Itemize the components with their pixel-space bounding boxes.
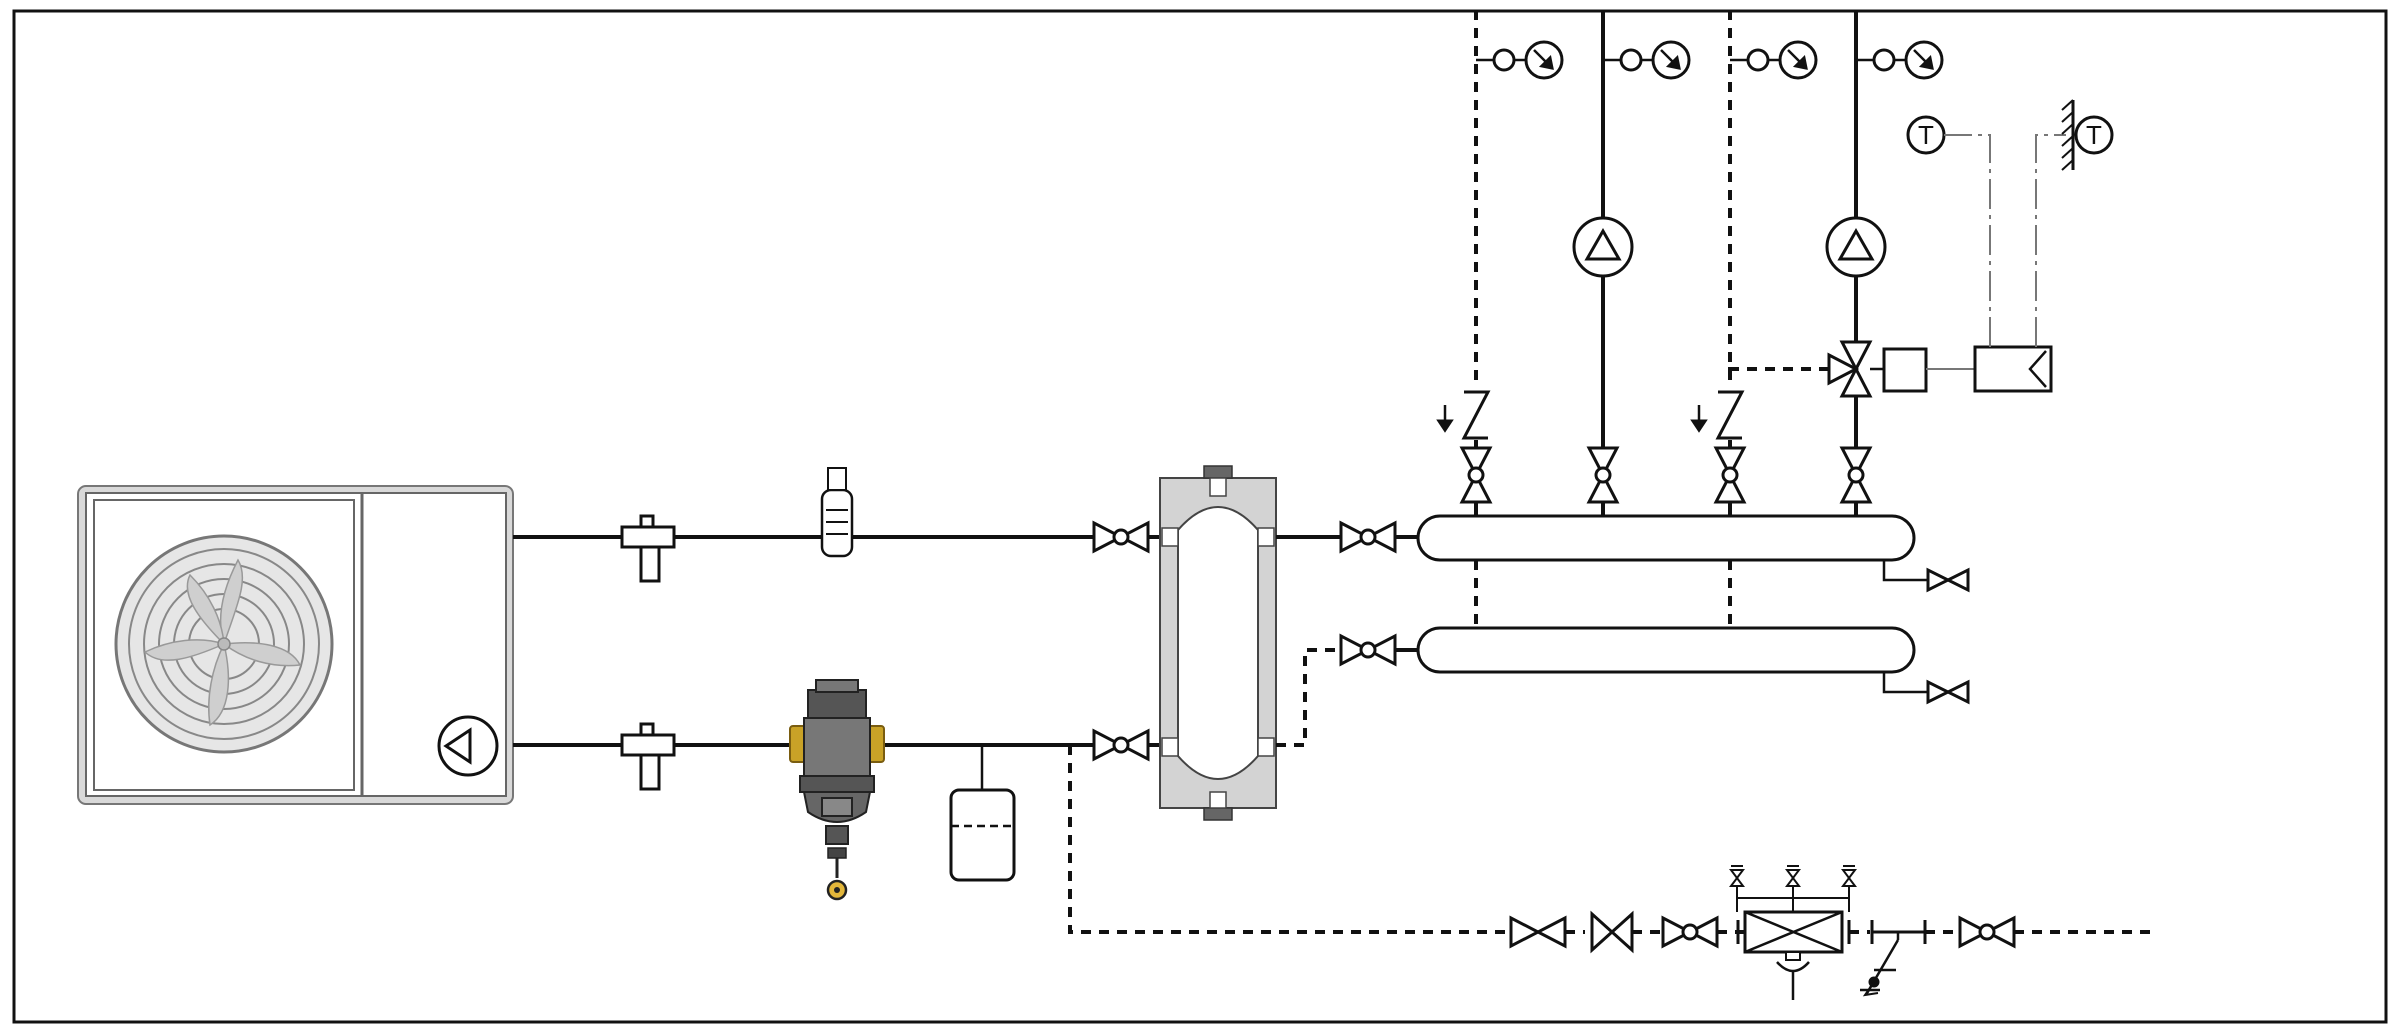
- buffer-tank: [1159, 465, 1277, 821]
- temperature-sensor-label: T: [1918, 120, 1934, 150]
- weather-controller: [1973, 345, 2053, 393]
- ball-valve-return-in: [1092, 729, 1150, 761]
- fill-ball-valve-1: [1661, 916, 1719, 948]
- test-cock-2: [1785, 865, 1801, 887]
- internal-pump-icon: [437, 715, 499, 777]
- fill-check-valve: [1590, 910, 1634, 954]
- backflow-preventer: [1729, 865, 1857, 1000]
- pressure-reducing-valve: [1860, 920, 1927, 997]
- return-manifold: [1416, 626, 1916, 674]
- circuit-2-supply: [1572, 10, 1691, 516]
- flow-fitting-supply: [620, 514, 676, 583]
- return-link-dashed: [1276, 648, 1342, 747]
- flow-fitting-return: [620, 722, 676, 791]
- fill-gate-valve-1: [1509, 916, 1567, 948]
- test-cock-3: [1841, 865, 1857, 887]
- diagram-frame: [12, 9, 2388, 1024]
- ball-valve-supply-in: [1092, 521, 1150, 553]
- manifold-drain-supply: [1882, 560, 1970, 592]
- circuit-4-mixed-supply: [1825, 10, 1944, 516]
- ball-valve-return-out: [1339, 634, 1397, 666]
- magnetic-dirt-filter: [789, 679, 885, 901]
- flow-temperature-sensor: T: [1906, 115, 1970, 155]
- heat-pump-unit: [77, 485, 514, 805]
- supply-manifold: [1416, 514, 1916, 562]
- air-vent-separator: [820, 467, 854, 558]
- valve-actuator: [1870, 347, 1975, 393]
- circuit-3-return: [1690, 10, 1830, 516]
- manifold-drain-return: [1882, 672, 1970, 704]
- fill-ball-valve-2: [1958, 916, 2016, 948]
- outdoor-sensor-label: T: [2086, 120, 2102, 150]
- ball-valve-supply-out: [1339, 521, 1397, 553]
- test-cock-1: [1729, 865, 1745, 887]
- fill-line: [1068, 745, 1510, 934]
- expansion-vessel: [949, 745, 1016, 882]
- outdoor-temperature-sensor: T: [2061, 99, 2114, 171]
- fan-icon: [114, 534, 334, 754]
- three-way-mixing-valve: [1827, 340, 1873, 398]
- circuit-1-return: [1436, 10, 1564, 516]
